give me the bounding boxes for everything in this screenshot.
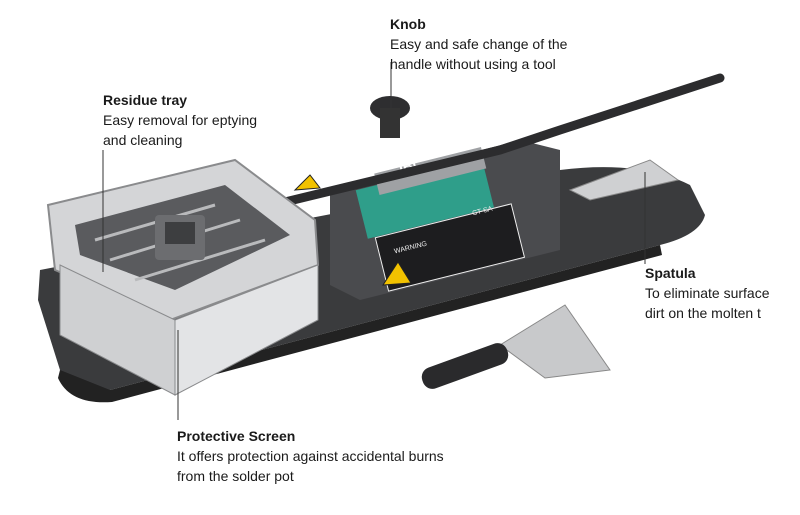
warning-label (374, 203, 526, 292)
callout-text: To eliminate surface (645, 285, 770, 301)
callout-title: Protective Screen (177, 428, 296, 444)
spatula-handle (421, 343, 509, 389)
callout-text: and cleaning (103, 132, 183, 148)
soldering-handle (185, 73, 725, 230)
callout-text: It offers protection against accidental … (177, 448, 444, 464)
callout-title: Knob (390, 16, 426, 32)
warning-triangle-icon-2 (293, 174, 321, 191)
model-text: CT-SA (472, 206, 494, 218)
callout-title: Spatula (645, 265, 696, 281)
callout-text: handle without using a tool (390, 56, 556, 72)
callout-residue-tray: Residue tray Easy removal for eptying an… (103, 90, 257, 150)
callout-title: Residue tray (103, 92, 188, 108)
spatula-blade (499, 304, 611, 379)
callout-text: dirt on the molten t (645, 305, 761, 321)
callout-protective-screen: Protective Screen It offers protection a… (177, 426, 444, 486)
callout-text: from the solder pot (177, 468, 294, 484)
warning-triangle-icon (382, 261, 412, 286)
callout-spatula: Spatula To eliminate surface dirt on the… (645, 263, 770, 323)
spatula-holder (568, 159, 680, 201)
base-edge (58, 245, 662, 403)
green-strip (355, 158, 494, 239)
callout-text: Easy removal for eptying (103, 112, 258, 128)
callout-text: Easy and safe change of the (390, 36, 568, 52)
callout-knob: Knob Easy and safe change of the handle … (390, 14, 567, 74)
